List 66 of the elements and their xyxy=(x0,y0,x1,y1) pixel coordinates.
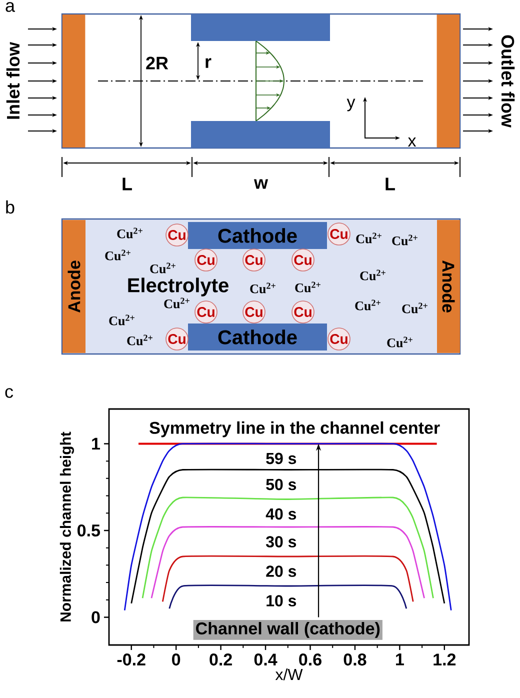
x-tick-label: 1.2 xyxy=(434,654,456,666)
copper-atom: Cu xyxy=(292,248,314,272)
anode-bar: Anode xyxy=(437,220,460,353)
x-tick-label: 0 xyxy=(172,654,180,666)
series-label: 20 s xyxy=(266,566,296,577)
ion-label: Cu$^{2+}$ xyxy=(387,336,412,348)
y-tick-label: 0 xyxy=(92,611,100,624)
x-tick-label: 0.8 xyxy=(344,654,366,666)
cathode-bar: Cathode xyxy=(188,324,327,350)
copper-atom: Cu xyxy=(328,222,350,246)
ion-label: Cu$^{2+}$ xyxy=(356,232,382,244)
panel-label: a xyxy=(6,2,15,12)
annotation: Symmetry line in the channel center xyxy=(150,421,440,438)
series-label: 50 s xyxy=(266,478,296,490)
ion-label: Cu$^{2+}$ xyxy=(109,314,134,326)
line-series xyxy=(124,442,452,611)
ion-label: Cu$^{2+}$ xyxy=(117,228,142,238)
ion-label: Cu$^{2+}$ xyxy=(127,334,152,346)
cathode-bar xyxy=(191,14,330,41)
x-axis-title: x/W xyxy=(275,668,303,680)
flow-label: Inlet flow xyxy=(6,42,20,119)
cathode-bar xyxy=(191,121,330,148)
cathode-bar: Cathode xyxy=(188,222,327,249)
axis-label: x xyxy=(408,138,416,146)
dimension-label: w xyxy=(254,179,268,189)
copper-atom: Cu xyxy=(194,300,218,324)
y-tick-label: 1 xyxy=(92,438,100,450)
dimension-label: 2R xyxy=(146,56,168,70)
ion-label: Cu$^{2+}$ xyxy=(392,234,418,246)
x-tick-label: -0.2 xyxy=(117,654,146,666)
x-tick-label: 1 xyxy=(396,654,404,666)
series-label: 59 s xyxy=(266,452,296,464)
ion-label: Cu$^{2+}$ xyxy=(164,298,190,308)
x-tick-label: 0.6 xyxy=(299,654,322,666)
anode-bar: Anode xyxy=(62,220,86,353)
panel-label: c xyxy=(5,388,14,398)
panel-label: b xyxy=(6,200,14,214)
copper-atom: Cu xyxy=(242,300,266,324)
dimension-label: L xyxy=(122,178,132,190)
ion-label: Cu$^{2+}$ xyxy=(250,282,276,294)
copper-atom: Cu xyxy=(166,224,188,246)
dimension-label: L xyxy=(386,178,395,190)
x-tick-label: 0.2 xyxy=(210,654,232,666)
copper-atom: Cu xyxy=(328,328,350,350)
line-series xyxy=(130,468,446,604)
flow-label: Outlet flow xyxy=(501,35,515,128)
copper-atom: Cu xyxy=(242,248,266,272)
copper-atom: Cu xyxy=(292,300,314,324)
y-axis-title: Normalized channel height xyxy=(60,432,74,622)
series-label: 30 s xyxy=(266,536,296,548)
ion-label: Cu$^{2+}$ xyxy=(150,262,176,274)
x-tick-label: 0.4 xyxy=(254,654,278,666)
electrode-bar xyxy=(436,14,460,148)
copper-atom: Cu xyxy=(194,248,218,272)
axis-label: y xyxy=(346,98,356,112)
series-label: 40 s xyxy=(266,508,296,520)
series-label: 10 s xyxy=(266,595,296,606)
annotation: Channel wall (cathode) xyxy=(196,622,380,638)
ion-label: Cu$^{2+}$ xyxy=(360,270,386,280)
ion-label: Cu$^{2+}$ xyxy=(105,250,130,260)
dimension-label: r xyxy=(206,58,212,68)
y-tick-label: 0.5 xyxy=(78,524,100,536)
copper-atom: Cu xyxy=(166,328,188,350)
ion-label: Cu$^{2+}$ xyxy=(355,300,380,310)
electrode-bar xyxy=(62,14,86,148)
ion-label: Cu$^{2+}$ xyxy=(295,282,320,292)
